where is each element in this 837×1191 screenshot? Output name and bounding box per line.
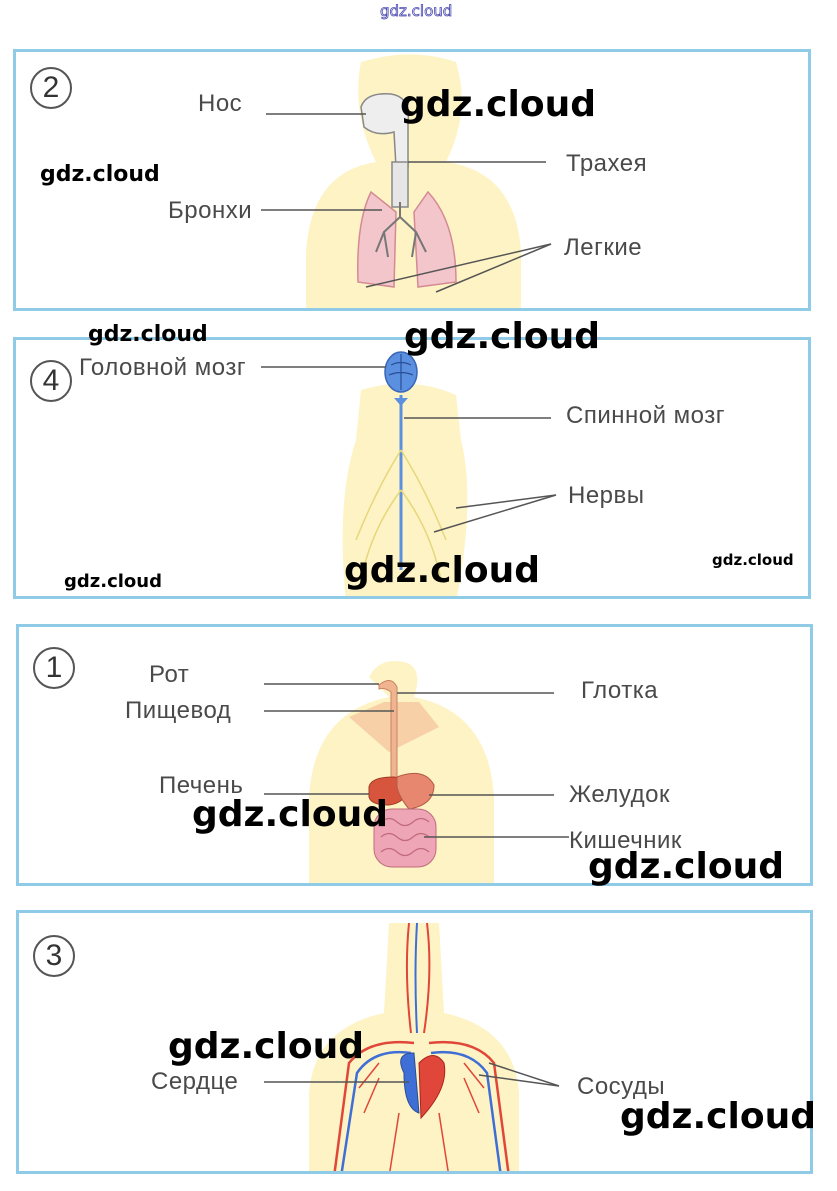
vessels-line-2 [478, 1074, 560, 1087]
label-intestine: Кишечник [569, 827, 682, 854]
label-mouth: Рот [149, 661, 190, 688]
lungs-line-2 [435, 243, 552, 293]
heart-red [418, 1055, 446, 1120]
panel-number: 4 [30, 360, 72, 402]
label-heart: Сердце [151, 1068, 239, 1095]
vein-head [414, 922, 418, 1034]
circulatory-illustration [264, 922, 560, 1171]
body-silhouette [342, 383, 468, 596]
brain-folds [388, 354, 414, 390]
panel-digestive: 1 Рот Глотка Пищевод Печень Желудок Кише… [16, 624, 813, 886]
watermark: gdz.cloud [40, 162, 160, 187]
top-watermark: gdz.cloud [380, 2, 453, 21]
watermark: gdz.cloud [404, 316, 600, 357]
artery-arms [333, 1041, 510, 1171]
label-trachea: Трахея [566, 150, 648, 177]
panel-circulatory: 3 Сердце Сосуды [16, 910, 813, 1174]
label-spinal-cord: Спинной мозг [566, 402, 725, 429]
intestine-loops [380, 817, 430, 857]
label-liver: Печень [159, 772, 244, 799]
panel-number: 1 [33, 647, 75, 689]
digestive-illustration [264, 661, 569, 883]
label-esophagus: Пищевод [125, 697, 232, 724]
panel-respiratory: 2 Нос Трахея Бронхи Легкие [13, 49, 811, 311]
heart-blue [400, 1052, 420, 1114]
right-lung [413, 190, 457, 288]
head-airway [360, 93, 410, 168]
watermark: gdz.cloud [344, 550, 540, 591]
watermark: gdz.cloud [64, 571, 162, 592]
stomach-shape [396, 772, 435, 810]
watermark: gdz.cloud [168, 1026, 364, 1067]
vessel-branches [358, 1062, 485, 1171]
body-silhouette [309, 923, 519, 1171]
nerve-branches [355, 449, 447, 581]
label-bronchi: Бронхи [168, 197, 253, 224]
label-pharynx: Глотка [581, 677, 659, 704]
watermark: gdz.cloud [88, 322, 208, 347]
intestine-shape [373, 808, 437, 868]
label-stomach: Желудок [569, 781, 670, 808]
panel-number: 3 [33, 935, 75, 977]
label-lungs: Легкие [564, 234, 643, 261]
vessels-line-1 [488, 1062, 560, 1087]
trachea-shape [391, 161, 409, 208]
nervous-illustration [261, 351, 557, 596]
label-brain: Головной мозг [79, 354, 247, 381]
panel-nervous: 4 Головной мозг Спинной мозг Нервы [13, 337, 811, 599]
nerves-line-1 [455, 494, 557, 509]
bronchi-tree [375, 202, 427, 258]
watermark: gdz.cloud [712, 551, 794, 569]
watermark: gdz.cloud [588, 846, 784, 887]
nerves-line-2 [433, 494, 557, 533]
panel-number: 2 [30, 67, 72, 109]
label-nose: Нос [198, 90, 243, 117]
watermark: gdz.cloud [620, 1096, 816, 1137]
vein-arms [340, 1051, 502, 1171]
artery-head [405, 922, 431, 1034]
respiratory-illustration [261, 54, 552, 308]
watermark: gdz.cloud [400, 84, 596, 125]
label-nerves: Нервы [568, 482, 645, 509]
lungs-line-1 [365, 243, 552, 288]
label-vessels: Сосуды [577, 1073, 666, 1100]
watermark: gdz.cloud [192, 794, 388, 835]
